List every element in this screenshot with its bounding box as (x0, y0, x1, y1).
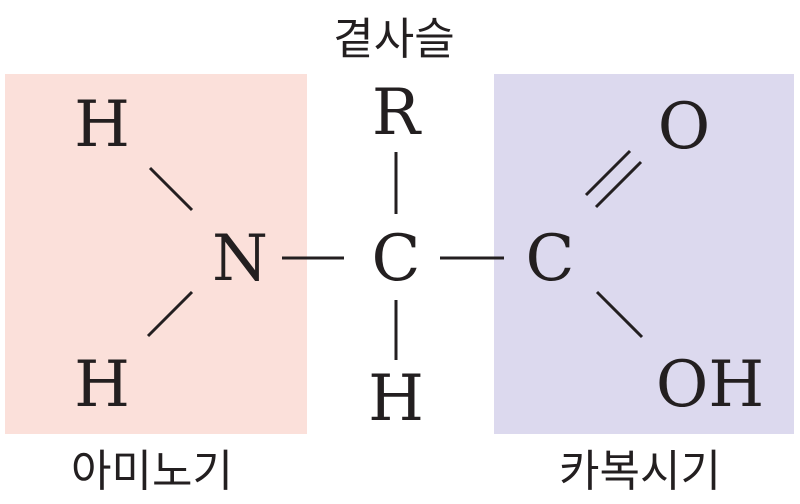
atom-r-group: R (372, 76, 422, 150)
bond-n-h-bottom (146, 290, 194, 338)
amino-group-label: 아미노기 (71, 446, 233, 497)
atom-nitrogen: N (212, 222, 268, 296)
carboxyl-group-region (494, 74, 794, 434)
atom-hydroxyl: OH (656, 348, 764, 422)
atom-h-alpha: H (368, 362, 424, 436)
atom-h-bottom-left: H (74, 348, 130, 422)
atom-alpha-carbon: C (372, 222, 421, 296)
atom-carboxyl-carbon: C (526, 222, 575, 296)
bond-c-o-double-1 (584, 149, 632, 197)
bond-c-o-double-2 (594, 160, 643, 209)
amino-group-region (5, 74, 307, 434)
side-chain-label: 곁사슬 (333, 14, 454, 65)
atom-h-top-left: H (74, 88, 130, 162)
carboxyl-group-label: 카복시기 (559, 446, 721, 497)
bond-n-h-top (148, 166, 194, 212)
atom-oxygen: O (658, 90, 710, 164)
bond-c-oh (595, 290, 644, 339)
